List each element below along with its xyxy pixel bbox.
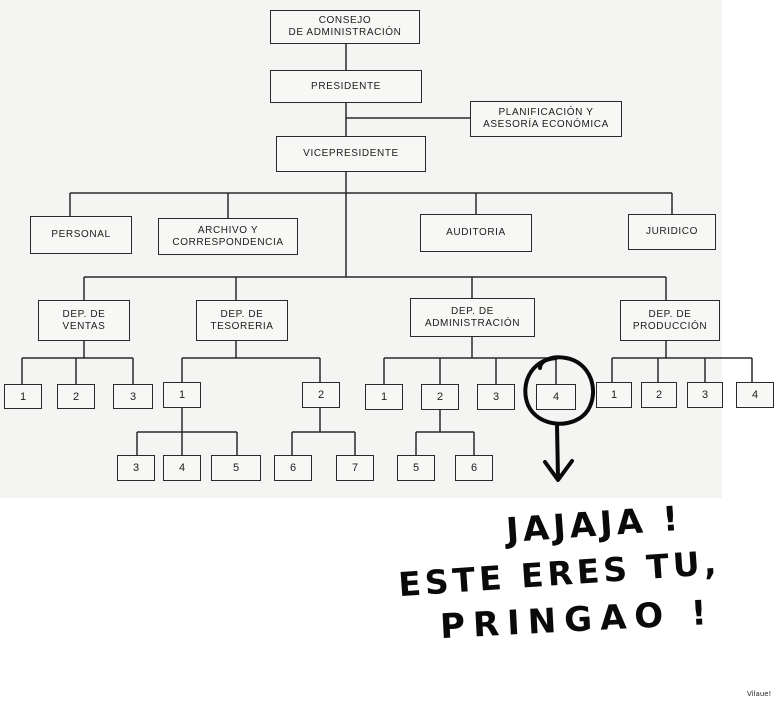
dept-label: DEP. DE TESORERIA xyxy=(210,308,274,332)
president-label: PRESIDENTE xyxy=(311,80,381,92)
dept-treasury-box: DEP. DE TESORERIA xyxy=(196,300,288,341)
unit-number: 3 xyxy=(132,462,140,474)
hand-circle-arrow xyxy=(523,355,595,482)
vicepresident-label: VICEPRESIDENTE xyxy=(303,148,399,159)
production-unit-box: 4 xyxy=(736,382,774,408)
unit-number: 6 xyxy=(289,462,297,474)
president-box: PRESIDENTE xyxy=(270,70,422,103)
unit-number: 1 xyxy=(178,389,186,401)
unit-number: 7 xyxy=(351,462,359,474)
treasury-subunit-box: 7 xyxy=(336,455,374,481)
dept-label: DEP. DE VENTAS xyxy=(62,308,106,332)
unit-number: 2 xyxy=(436,391,444,403)
artist-signature: Vilaue! xyxy=(747,690,772,698)
unit-number: 5 xyxy=(412,462,420,474)
unit-number: 3 xyxy=(701,389,709,401)
treasury-unit-box: 2 xyxy=(302,382,340,408)
staff-legal-box: JURIDICO xyxy=(628,214,716,250)
dept-production-box: DEP. DE PRODUCCIÓN xyxy=(620,300,720,341)
unit-number: 4 xyxy=(552,391,560,403)
vicepresident-box: VICEPRESIDENTE xyxy=(276,136,426,172)
treasury-subunit-box: 5 xyxy=(211,455,261,481)
staff-label: JURIDICO xyxy=(645,226,699,237)
treasury-subunit-box: 3 xyxy=(117,455,155,481)
production-unit-box: 3 xyxy=(687,382,723,408)
unit-number: 4 xyxy=(751,389,759,401)
sales-unit-box: 1 xyxy=(4,384,42,409)
dept-label: DEP. DE ADMINISTRACIÓN xyxy=(424,305,521,329)
sales-unit-box: 2 xyxy=(57,384,95,409)
production-unit-box: 2 xyxy=(641,382,677,408)
dept-administration-box: DEP. DE ADMINISTRACIÓN xyxy=(410,298,535,337)
admin-subunit-box: 6 xyxy=(455,455,493,481)
unit-number: 1 xyxy=(610,389,618,401)
council-box: CONSEJO DE ADMINISTRACIÓN xyxy=(270,10,420,44)
dept-label: DEP. DE PRODUCCIÓN xyxy=(632,308,708,332)
unit-number: 5 xyxy=(232,462,240,474)
treasury-subunit-box: 6 xyxy=(274,455,312,481)
unit-number: 4 xyxy=(178,462,186,474)
unit-number: 3 xyxy=(492,391,500,403)
planning-label: PLANIFICACIÓN Y ASESORÍA ECONÓMICA xyxy=(483,107,609,130)
unit-number: 1 xyxy=(19,390,27,403)
unit-number: 3 xyxy=(129,390,137,403)
staff-archive-box: ARCHIVO Y CORRESPONDENCIA xyxy=(158,218,298,255)
council-label: CONSEJO DE ADMINISTRACIÓN xyxy=(288,15,402,38)
unit-number: 2 xyxy=(655,389,663,401)
unit-number: 2 xyxy=(317,389,325,401)
unit-number: 6 xyxy=(470,462,478,474)
staff-label: ARCHIVO Y CORRESPONDENCIA xyxy=(172,224,284,248)
admin-unit-box: 1 xyxy=(365,384,403,410)
unit-number: 1 xyxy=(380,391,388,403)
production-unit-box: 1 xyxy=(596,382,632,408)
planning-box: PLANIFICACIÓN Y ASESORÍA ECONÓMICA xyxy=(470,101,622,137)
admin-subunit-box: 5 xyxy=(397,455,435,481)
treasury-unit-box: 1 xyxy=(163,382,201,408)
admin-unit-box: 3 xyxy=(477,384,515,410)
staff-label: PERSONAL xyxy=(51,229,111,240)
staff-audit-box: AUDITORIA xyxy=(420,214,532,252)
treasury-subunit-box: 4 xyxy=(163,455,201,481)
sales-unit-box: 3 xyxy=(113,384,153,409)
dept-sales-box: DEP. DE VENTAS xyxy=(38,300,130,341)
staff-personal-box: PERSONAL xyxy=(30,216,132,254)
unit-number: 2 xyxy=(72,390,80,403)
admin-unit-box-highlighted: 4 xyxy=(536,384,576,410)
admin-unit-box: 2 xyxy=(421,384,459,410)
staff-label: AUDITORIA xyxy=(446,227,506,238)
